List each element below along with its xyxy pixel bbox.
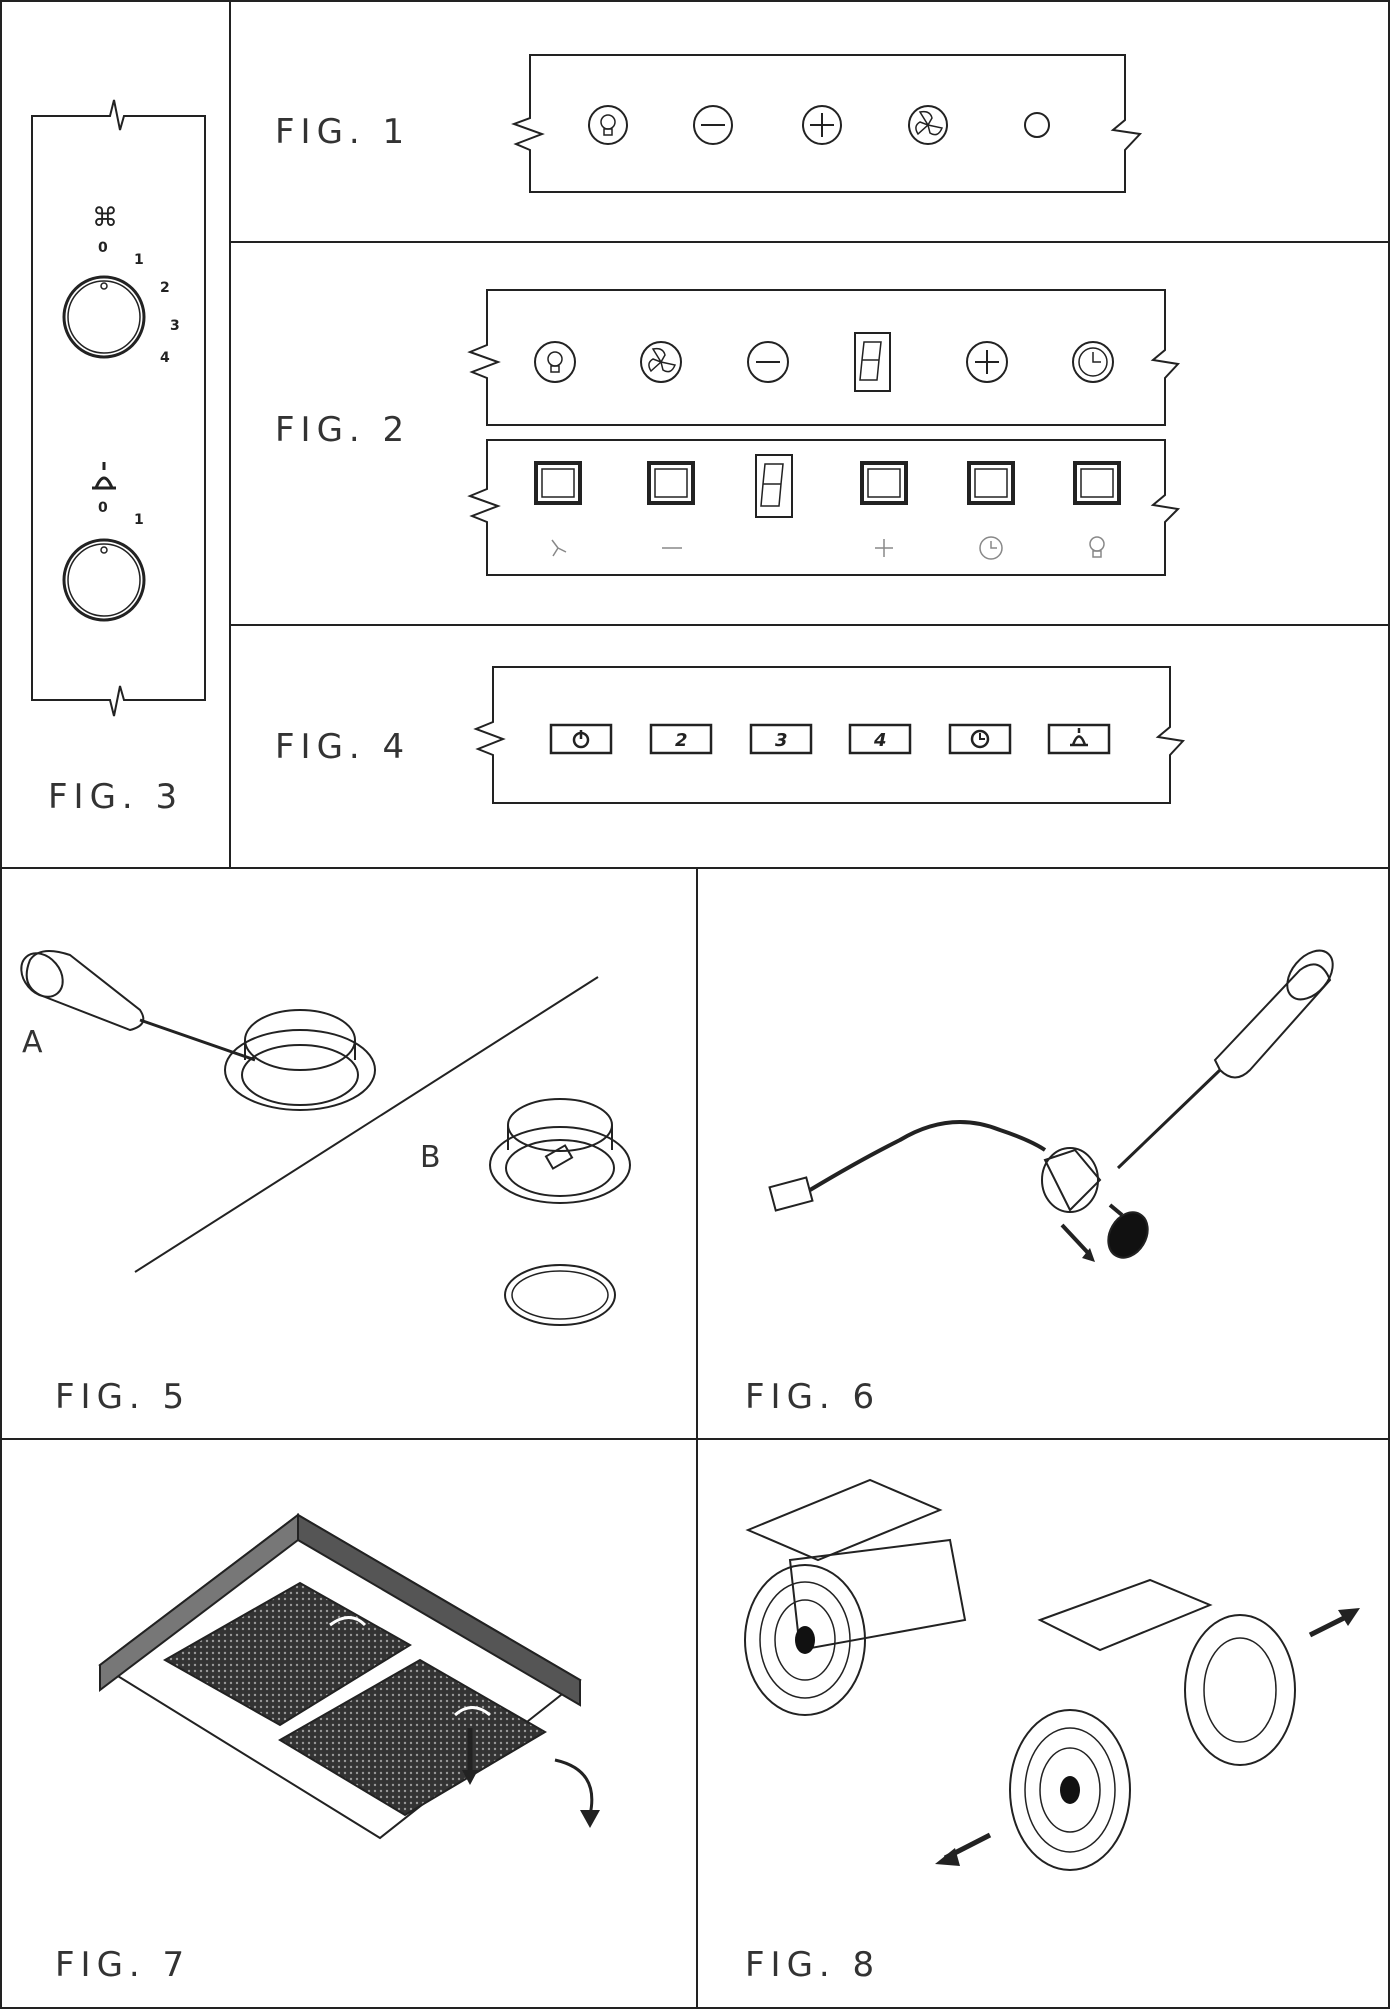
timer-button[interactable]: [948, 723, 1012, 755]
fan-scale-1: 1: [134, 252, 144, 268]
fig4-caption: FIG. 4: [275, 727, 411, 767]
bulb-holder: [1041, 1147, 1102, 1213]
label-b: B: [420, 1140, 441, 1175]
fig1-caption: FIG. 1: [275, 112, 411, 152]
label-a: A: [22, 1025, 43, 1060]
indicator-led: [1024, 112, 1050, 138]
minus-icon[interactable]: [747, 341, 789, 383]
fig5-caption: FIG. 5: [55, 1377, 191, 1417]
plus-icon[interactable]: [802, 105, 842, 145]
fan-icon: ⌘: [92, 203, 118, 233]
plus-icon[interactable]: [966, 341, 1008, 383]
fig7-caption: FIG. 7: [55, 1945, 191, 1985]
timer-icon[interactable]: [1072, 341, 1114, 383]
minus-icon[interactable]: [693, 105, 733, 145]
fig5-panel: [0, 867, 698, 1440]
light-knob[interactable]: [62, 538, 146, 622]
cable: [768, 1120, 1047, 1212]
fig8-caption: FIG. 8: [745, 1945, 881, 1985]
light-scale-0: 0: [98, 500, 108, 516]
speed-2-button[interactable]: [649, 723, 713, 755]
fan-scale-4: 4: [160, 350, 170, 366]
speed-3-button[interactable]: [749, 723, 813, 755]
screwdriver: [20, 950, 256, 1062]
speed-3-label: 3: [775, 730, 788, 751]
arrow-icon: [462, 1728, 600, 1828]
filter-right[interactable]: [278, 1658, 547, 1817]
fan-button[interactable]: [534, 461, 582, 505]
fan-icon[interactable]: [908, 105, 948, 145]
light-icon[interactable]: [534, 341, 576, 383]
fig3-caption: FIG. 3: [48, 777, 184, 817]
fig4-panel: [229, 624, 1390, 869]
plus-label-icon: [875, 539, 893, 557]
minus-button[interactable]: [647, 461, 695, 505]
light-icon[interactable]: [588, 105, 628, 145]
plus-button[interactable]: [860, 461, 908, 505]
filter-left: [162, 1581, 412, 1727]
fig1-panel: [229, 0, 1390, 243]
fig6-panel: [696, 867, 1390, 1440]
lamp-housing: [224, 1009, 376, 1111]
motor-unit-left: [744, 1478, 967, 1716]
arrow-icon: [1060, 1223, 1095, 1262]
fan-scale-2: 2: [160, 280, 170, 296]
lamp-ring: [504, 1264, 616, 1326]
light-button[interactable]: [1073, 461, 1121, 505]
speed-4-label: 4: [873, 730, 887, 751]
bulb: [1107, 1203, 1149, 1259]
fan-knob[interactable]: [62, 275, 146, 359]
fig8-panel: [696, 1438, 1390, 2009]
bulb-label-icon: [1089, 536, 1105, 558]
fig3-panel: [0, 0, 231, 869]
fig6-caption: FIG. 6: [745, 1377, 881, 1417]
seven-segment-display: [755, 454, 793, 518]
power-button[interactable]: [549, 723, 613, 755]
light-scale-1: 1: [134, 512, 144, 528]
fig2-caption: FIG. 2: [275, 410, 411, 450]
light-button[interactable]: [1047, 723, 1111, 755]
seven-segment-display: [854, 332, 891, 392]
fan-scale-0: 0: [98, 240, 108, 256]
bell-light-icon: [92, 462, 116, 490]
speed-2-label: 2: [675, 730, 688, 751]
timer-button[interactable]: [967, 461, 1015, 505]
fan-label-icon: [551, 539, 567, 557]
lamp-unit: [489, 1098, 631, 1204]
arrow-icon: [935, 1608, 1360, 1866]
timer-label-icon: [979, 536, 1003, 560]
screwdriver: [1116, 949, 1334, 1170]
fan-scale-3: 3: [170, 318, 180, 334]
fan-icon[interactable]: [640, 341, 682, 383]
speed-4-button[interactable]: [848, 723, 912, 755]
motor-unit-right: [1009, 1578, 1296, 1871]
